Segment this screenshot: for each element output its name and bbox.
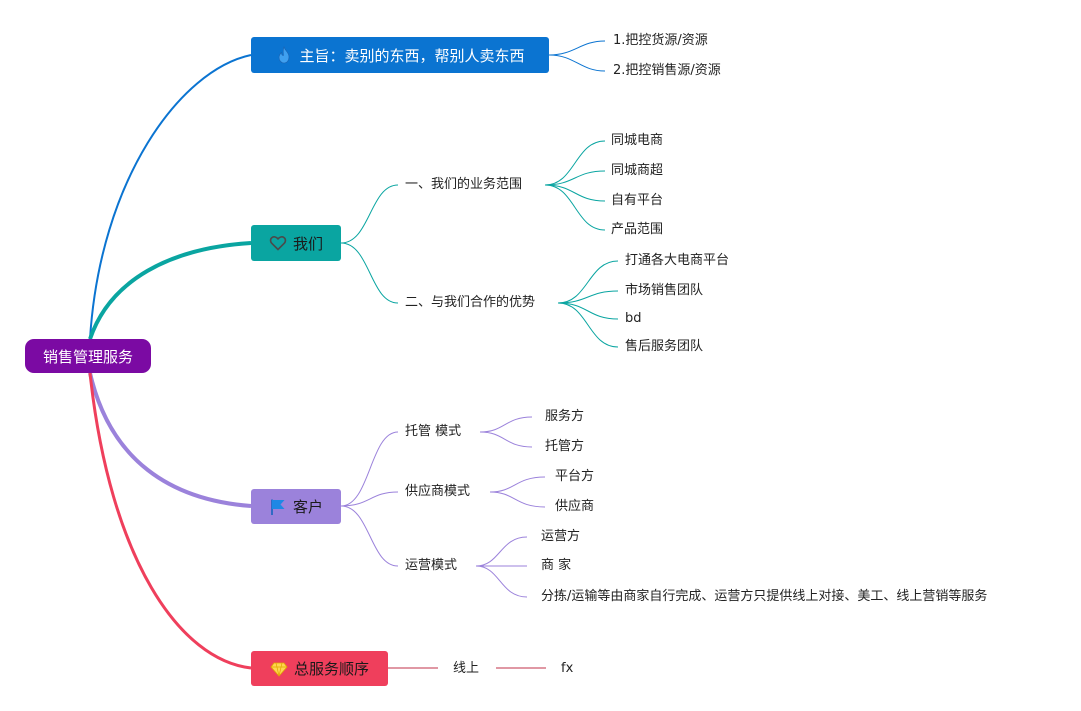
root-label: 销售管理服务 xyxy=(42,347,133,366)
service-order-fx[interactable]: fx xyxy=(561,661,574,676)
root-node[interactable]: 销售管理服务 xyxy=(25,339,151,373)
us-advantage-item[interactable]: 市场销售团队 xyxy=(625,283,704,298)
branch-us[interactable]: 我们 xyxy=(251,225,341,261)
branch-customer[interactable]: 客户 xyxy=(251,489,341,524)
branch-us-label: 我们 xyxy=(292,234,323,253)
edge-root-us xyxy=(88,241,252,340)
branch-service-order[interactable]: 总服务顺序 xyxy=(251,651,388,686)
customer-operations-item[interactable]: 运营方 xyxy=(541,529,581,544)
branch-mission-label: 主旨：卖别的东西，帮别人卖东西 xyxy=(299,46,525,65)
us-scope-item[interactable]: 自有平台 xyxy=(611,193,664,208)
us-scope-item[interactable]: 产品范围 xyxy=(611,222,664,237)
service-order-online[interactable]: 线上 xyxy=(453,661,480,676)
customer-group-supplier[interactable]: 供应商模式 xyxy=(405,484,471,499)
us-scope-item[interactable]: 同城电商 xyxy=(611,133,664,148)
us-advantage-item[interactable]: 售后服务团队 xyxy=(625,339,704,354)
mission-item[interactable]: 2.把控销售源/资源 xyxy=(613,63,721,78)
us-scope-item[interactable]: 同城商超 xyxy=(611,163,664,178)
flame-icon xyxy=(275,46,293,64)
mission-item[interactable]: 1.把控货源/资源 xyxy=(613,33,708,48)
edge-root-mission xyxy=(89,54,252,340)
customer-custody-item[interactable]: 托管方 xyxy=(545,439,585,454)
customer-custody-item[interactable]: 服务方 xyxy=(545,409,585,424)
customer-supplier-item[interactable]: 平台方 xyxy=(555,469,595,484)
flag-icon xyxy=(269,498,287,516)
edge-root-order xyxy=(88,372,252,670)
heart-icon xyxy=(269,234,287,252)
customer-supplier-item[interactable]: 供应商 xyxy=(555,499,595,514)
branch-mission[interactable]: 主旨：卖别的东西，帮别人卖东西 xyxy=(251,37,549,73)
edge-root-customer xyxy=(88,372,252,508)
branch-service-order-label: 总服务顺序 xyxy=(293,660,369,678)
us-advantage-item[interactable]: 打通各大电商平台 xyxy=(625,253,730,268)
customer-operations-item[interactable]: 分拣/运输等由商家自行完成、运营方只提供线上对接、美工、线上营销等服务 xyxy=(541,589,988,604)
branch-customer-label: 客户 xyxy=(292,498,323,516)
us-group-advantages[interactable]: 二、与我们合作的优势 xyxy=(405,295,536,310)
us-advantage-item[interactable]: bd xyxy=(625,311,642,326)
customer-group-custody[interactable]: 托管 模式 xyxy=(405,424,462,439)
customer-group-operations[interactable]: 运营模式 xyxy=(405,558,458,573)
customer-operations-item[interactable]: 商 家 xyxy=(541,558,572,573)
diamond-icon xyxy=(270,660,288,678)
us-group-scope[interactable]: 一、我们的业务范围 xyxy=(405,177,523,192)
